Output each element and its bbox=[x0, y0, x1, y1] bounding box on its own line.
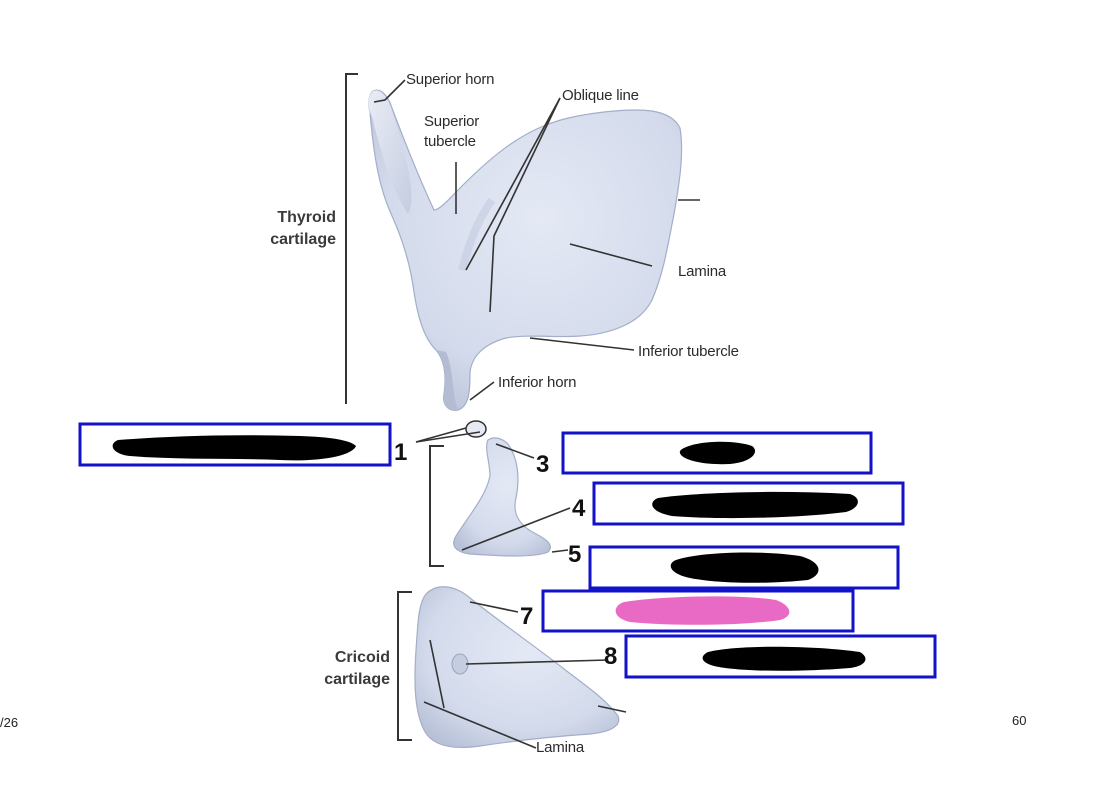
answer-box-7[interactable] bbox=[541, 589, 855, 633]
redaction-mark-4 bbox=[652, 491, 858, 519]
arytenoid-bracket bbox=[429, 445, 444, 567]
label-superior-horn: Superior horn bbox=[406, 71, 494, 88]
cricoid-title-line1: Cricoid bbox=[335, 649, 390, 666]
number-4: 4 bbox=[572, 495, 586, 522]
cricoid-shape bbox=[414, 586, 620, 749]
answer-box-8[interactable] bbox=[624, 634, 937, 679]
label-cricoid-lamina: Lamina bbox=[536, 739, 585, 756]
thyroid-leaders bbox=[373, 79, 700, 401]
label-superior-tubercle-1: Superior bbox=[424, 113, 479, 130]
footer-left: /26 bbox=[0, 715, 18, 730]
cricoid-leaders bbox=[423, 601, 627, 749]
highlight-mark-7 bbox=[615, 596, 790, 625]
redaction-mark-1 bbox=[112, 435, 356, 461]
inferior-horn-shade bbox=[436, 350, 458, 411]
label-superior-tubercle-2: tubercle bbox=[424, 133, 476, 150]
oblique-line-ridge bbox=[458, 197, 496, 272]
thyroid-cartilage-shape bbox=[368, 89, 683, 411]
number-7: 7 bbox=[520, 603, 533, 630]
redaction-mark-8 bbox=[702, 646, 866, 671]
label-oblique-line: Oblique line bbox=[562, 87, 639, 104]
answer-box-5[interactable] bbox=[588, 545, 900, 590]
number-1: 1 bbox=[394, 439, 407, 466]
thyroid-cartilage bbox=[368, 89, 683, 411]
corniculate-circle bbox=[465, 420, 487, 438]
number-5: 5 bbox=[568, 541, 581, 568]
redaction-mark-3 bbox=[679, 441, 756, 465]
arytenoid-shape bbox=[453, 437, 551, 557]
thyroid-title-line1: Thyroid bbox=[277, 209, 336, 226]
footer-page-number: 60 bbox=[1012, 713, 1026, 728]
answer-box-3[interactable] bbox=[561, 431, 873, 475]
label-inferior-horn: Inferior horn bbox=[498, 374, 576, 391]
redaction-mark-5 bbox=[670, 552, 819, 583]
number-8: 8 bbox=[604, 643, 617, 670]
cricoid-bracket bbox=[397, 591, 412, 741]
thyroid-bracket bbox=[345, 73, 358, 404]
label-inferior-tubercle: Inferior tubercle bbox=[638, 343, 739, 360]
arytenoid-cartilage bbox=[453, 420, 551, 557]
number-3: 3 bbox=[536, 451, 549, 478]
arytenoid-leaders bbox=[415, 427, 571, 553]
superior-horn-shade bbox=[368, 90, 412, 214]
cricoid-title-line2: cartilage bbox=[324, 671, 390, 688]
thyroid-title-line2: cartilage bbox=[270, 231, 336, 248]
answer-box-4[interactable] bbox=[592, 481, 905, 526]
cricoid-facet bbox=[451, 653, 469, 675]
label-lamina: Lamina bbox=[678, 263, 727, 280]
answer-box-1[interactable] bbox=[78, 422, 392, 467]
